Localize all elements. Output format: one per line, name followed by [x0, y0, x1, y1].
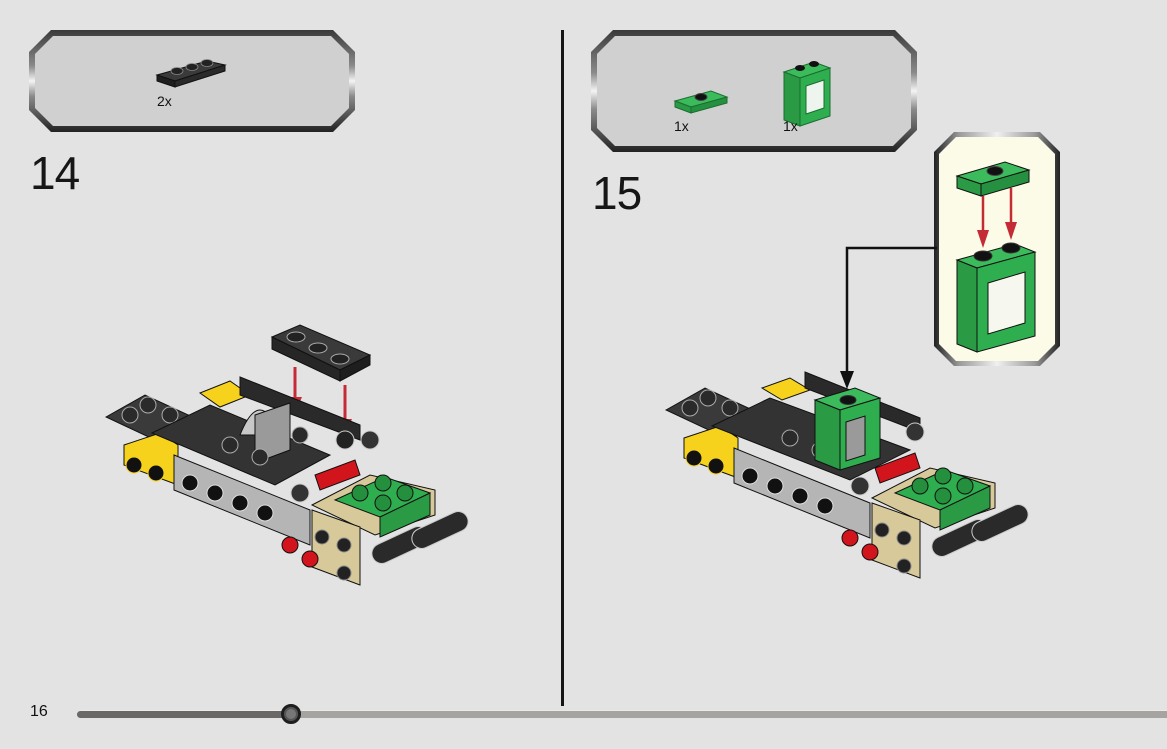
- step-15-parts-box: 1x 1x: [597, 36, 911, 146]
- step-number: 15: [592, 167, 642, 219]
- page-number: 16: [30, 703, 48, 720]
- progress-handle[interactable]: [281, 704, 301, 724]
- part-quantity: 2x: [157, 93, 172, 109]
- part-quantity: 1x: [783, 118, 798, 134]
- progress-track[interactable]: [77, 710, 1167, 718]
- step-14-model-illustration: [104, 324, 469, 586]
- step-14-parts-box: 2x: [35, 36, 349, 126]
- green-jumper-plate-icon: [673, 87, 729, 115]
- callout-pointer-arrow: [840, 246, 937, 389]
- black-plate-1x3-icon: [155, 53, 227, 93]
- step-15-model-illustration: [664, 371, 1029, 579]
- green-window-frame-icon: [782, 58, 834, 128]
- sub-assembly-illustration: [955, 161, 1037, 353]
- step-number: 14: [30, 147, 80, 199]
- part-quantity: 1x: [674, 118, 689, 134]
- step-divider: [561, 30, 564, 706]
- progress-fill: [77, 711, 291, 718]
